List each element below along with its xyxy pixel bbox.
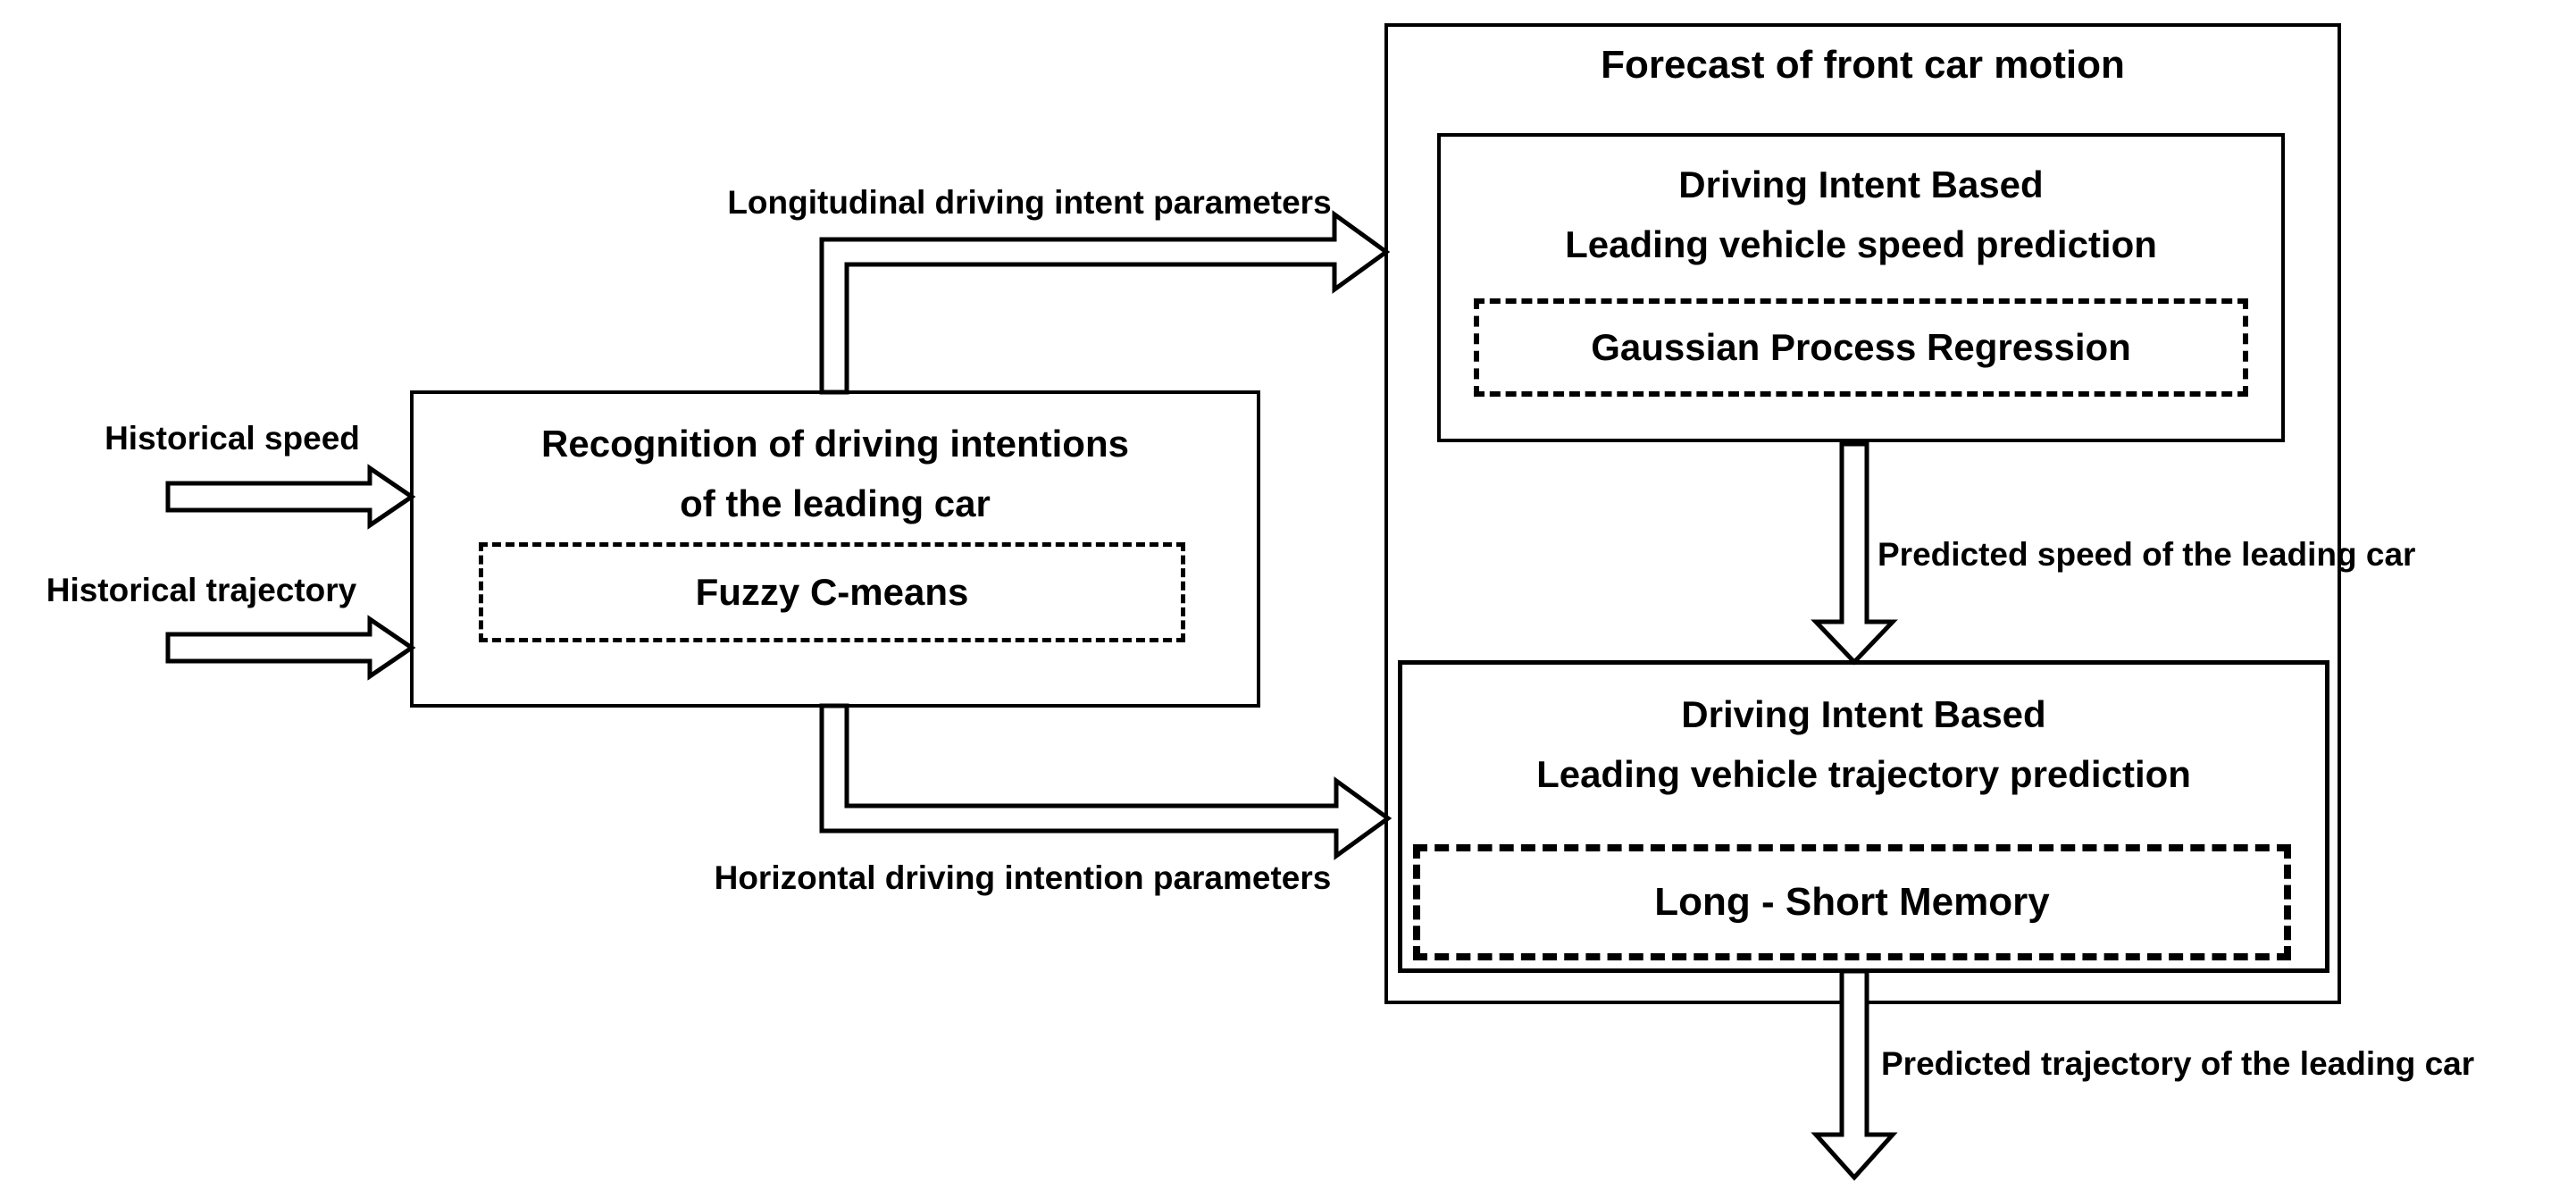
longitudinal-params-label: Longitudinal driving intent parameters — [727, 184, 1332, 221]
historical-trajectory-arrow — [165, 615, 416, 681]
gaussian-process-box: Gaussian Process Regression — [1474, 298, 2248, 397]
historical-speed-label: Historical speed — [105, 420, 360, 457]
trajectory-title-line1: Driving Intent Based — [1681, 693, 2046, 735]
speed-prediction-box: Driving Intent Based Leading vehicle spe… — [1437, 133, 2285, 442]
long-short-memory-label: Long - Short Memory — [1654, 880, 2050, 924]
historical-speed-arrow — [165, 464, 416, 530]
recognition-title-line1: Recognition of driving intentions — [541, 423, 1129, 465]
horizontal-params-arrow — [819, 703, 1393, 860]
recognition-title-line2: of the leading car — [680, 482, 991, 525]
trajectory-prediction-title: Driving Intent Based Leading vehicle tra… — [1402, 684, 2325, 804]
historical-trajectory-label: Historical trajectory — [46, 572, 357, 608]
gaussian-process-label: Gaussian Process Regression — [1591, 326, 2131, 368]
forecast-box: Forecast of front car motion — [1384, 23, 2341, 1004]
predicted-trajectory-label: Predicted trajectory of the leading car — [1881, 1045, 2475, 1082]
trajectory-prediction-box: Driving Intent Based Leading vehicle tra… — [1398, 660, 2329, 973]
horizontal-params-label: Horizontal driving intention parameters — [714, 859, 1332, 896]
fuzzy-cmeans-box: Fuzzy C-means — [479, 542, 1185, 642]
speed-prediction-title: Driving Intent Based Leading vehicle spe… — [1441, 155, 2281, 274]
recognition-box-title: Recognition of driving intentions of the… — [414, 414, 1257, 533]
forecast-box-title: Forecast of front car motion — [1601, 43, 2125, 87]
speed-title-line1: Driving Intent Based — [1678, 163, 2044, 205]
long-short-memory-box: Long - Short Memory — [1413, 844, 2291, 960]
speed-title-line2: Leading vehicle speed prediction — [1565, 223, 2157, 266]
trajectory-title-line2: Leading vehicle trajectory prediction — [1536, 753, 2191, 796]
fuzzy-cmeans-label: Fuzzy C-means — [695, 571, 969, 613]
predicted-speed-label: Predicted speed of the leading car — [1878, 536, 2416, 573]
longitudinal-params-arrow — [819, 210, 1391, 395]
